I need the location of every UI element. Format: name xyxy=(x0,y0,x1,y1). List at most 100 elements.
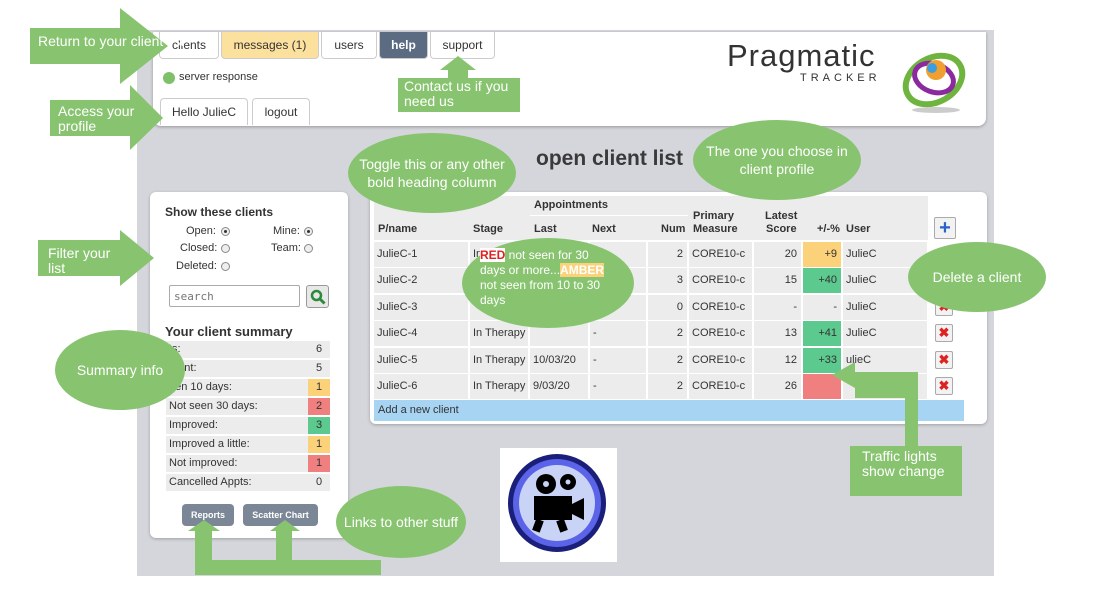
filter-heading: Show these clients xyxy=(165,205,274,219)
reports-button[interactable]: Reports xyxy=(182,504,234,526)
callout-filter: Filter your list xyxy=(48,245,111,277)
table-cell-num: 2 xyxy=(648,374,687,399)
red-text: not seen for 30 days or more... xyxy=(480,248,589,277)
logout-button[interactable]: logout xyxy=(252,98,310,125)
table-cell-change: +40 xyxy=(803,268,841,294)
page-title: open client list xyxy=(536,147,684,170)
table-cell-name[interactable]: JulieC-1 xyxy=(374,242,468,267)
search-input[interactable] xyxy=(169,285,300,307)
filter-open-label: Open: xyxy=(186,225,216,237)
header-pname[interactable]: P/name xyxy=(378,223,418,235)
filter-team-radio[interactable] xyxy=(304,244,313,253)
delete-client-icon[interactable]: ✖ xyxy=(935,324,953,343)
callout-traffic: Traffic lights show change xyxy=(862,448,945,480)
table-cell-change: - xyxy=(803,294,841,320)
filter-closed-radio[interactable] xyxy=(221,244,230,253)
table-cell-score: 20 xyxy=(754,242,801,267)
header-score[interactable]: Score xyxy=(766,223,797,235)
filter-open-radio[interactable] xyxy=(221,227,230,236)
search-icon xyxy=(310,289,326,305)
tab-help[interactable]: help xyxy=(379,32,428,59)
callout-choose: The one you choose in client profile xyxy=(693,120,861,200)
callout-links: Links to other stuff xyxy=(336,486,466,558)
profile-button[interactable]: Hello JulieC xyxy=(160,98,248,125)
table-cell-last: 9/03/20 xyxy=(530,374,588,399)
header-last[interactable]: Last xyxy=(534,223,557,235)
tab-users[interactable]: users xyxy=(321,32,377,59)
table-cell-change: +9 xyxy=(803,242,841,267)
table-cell-num: 2 xyxy=(648,242,687,267)
header-stage[interactable]: Stage xyxy=(473,223,503,235)
summary-row: Improved a little:1 xyxy=(166,436,330,453)
table-cell-num: 3 xyxy=(648,268,687,294)
logo-swirl-icon xyxy=(902,52,966,113)
table-cell-name[interactable]: JulieC-3 xyxy=(374,294,468,320)
delete-client-icon[interactable]: ✖ xyxy=(935,377,953,395)
filter-mine-label: Mine: xyxy=(273,225,300,237)
table-cell-user: ulieC xyxy=(843,347,927,373)
callout-return: Return to your client list xyxy=(38,33,185,49)
header-change[interactable]: +/-% xyxy=(817,223,840,235)
callout-contact: Contact us if you need us xyxy=(404,78,509,110)
summary-heading: Your client summary xyxy=(165,324,293,339)
filter-closed-label: Closed: xyxy=(180,242,218,254)
table-cell-measure: CORE10-c xyxy=(689,347,752,373)
table-cell-score: 15 xyxy=(754,268,801,294)
table-cell-next: - xyxy=(590,321,646,347)
callout-profile: Access your profile xyxy=(58,103,135,135)
search-button[interactable] xyxy=(306,285,329,308)
red-word: RED xyxy=(480,248,506,262)
filter-mine-radio[interactable] xyxy=(304,227,313,236)
table-cell-num: 0 xyxy=(648,294,687,320)
logo-title: Pragmatic xyxy=(727,38,876,73)
table-cell-change: +41 xyxy=(803,321,841,347)
table-cell-score: - xyxy=(754,294,801,320)
filter-deleted-label: Deleted: xyxy=(176,260,217,272)
table-cell-next: - xyxy=(590,374,646,399)
tab-messages[interactable]: messages (1) xyxy=(221,32,319,59)
logo-subtitle: TRACKER xyxy=(800,72,881,84)
table-cell-measure: CORE10-c xyxy=(689,242,752,267)
header-num[interactable]: Num xyxy=(661,223,686,235)
table-cell-name[interactable]: JulieC-2 xyxy=(374,268,468,294)
table-cell-measure: CORE10-c xyxy=(689,374,752,399)
table-cell-next: - xyxy=(590,347,646,373)
amber-text: not seen from 10 to 30 days xyxy=(480,278,601,307)
header-measure[interactable]: Measure xyxy=(693,223,738,235)
filter-team-label: Team: xyxy=(271,242,301,254)
summary-row: Improved:3 xyxy=(166,417,330,434)
server-status-label: server response xyxy=(179,71,258,83)
summary-row: een 10 days:1 xyxy=(166,379,330,396)
header-next[interactable]: Next xyxy=(592,223,616,235)
delete-client-icon[interactable]: ✖ xyxy=(935,350,953,369)
filter-deleted-radio[interactable] xyxy=(221,262,230,271)
header-user[interactable]: User xyxy=(846,223,871,235)
table-cell-name[interactable]: JulieC-5 xyxy=(374,347,468,373)
table-cell-name[interactable]: JulieC-4 xyxy=(374,321,468,347)
add-client-row[interactable]: Add a new client xyxy=(374,400,964,421)
table-cell-measure: CORE10-c xyxy=(689,294,752,320)
table-cell-stage: In Therapy xyxy=(470,347,528,373)
table-cell-stage: In Therapy xyxy=(470,374,528,399)
callout-summary: Summary info xyxy=(55,330,185,410)
add-client-icon[interactable]: + xyxy=(934,217,956,239)
header-primary[interactable]: Primary xyxy=(693,210,734,222)
summary-row: Not improved:1 xyxy=(166,455,330,472)
appointments-header-group xyxy=(530,196,688,216)
scatter-chart-button[interactable]: Scatter Chart xyxy=(243,504,318,526)
table-cell-change xyxy=(803,374,841,399)
tab-clients[interactable]: clients xyxy=(159,32,219,59)
header-latest[interactable]: Latest xyxy=(765,210,798,222)
summary-row: Cancelled Appts:0 xyxy=(166,474,330,491)
table-cell-measure: CORE10-c xyxy=(689,321,752,347)
table-cell-score: 12 xyxy=(754,347,801,373)
table-cell-name[interactable]: JulieC-6 xyxy=(374,374,468,399)
header-appointments: Appointments xyxy=(534,199,608,211)
table-cell-num: 2 xyxy=(648,347,687,373)
table-cell-measure: CORE10-c xyxy=(689,268,752,294)
callout-traffic-legend: RED not seen for 30 days or more...AMBER… xyxy=(462,238,634,328)
table-cell-user: JulieC xyxy=(843,294,927,320)
video-tutorial-icon[interactable] xyxy=(500,448,617,562)
tab-support[interactable]: support xyxy=(430,32,495,59)
